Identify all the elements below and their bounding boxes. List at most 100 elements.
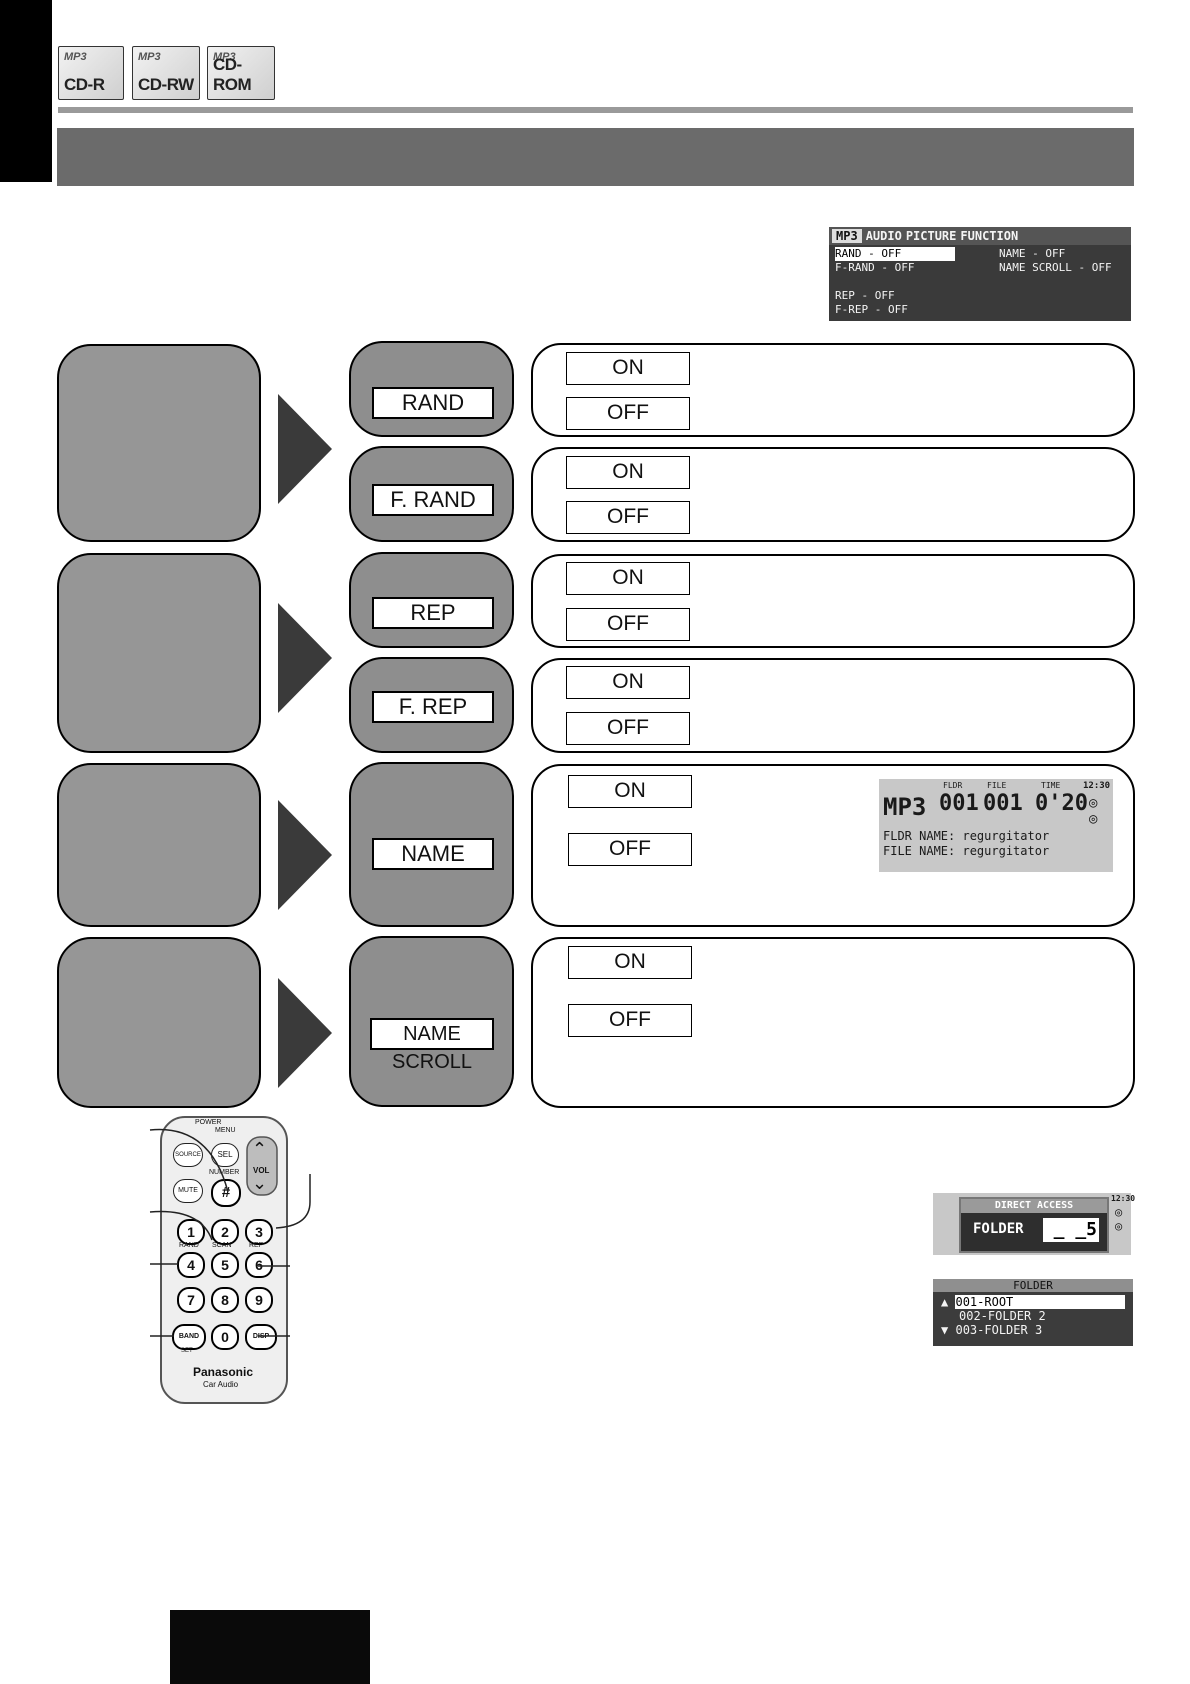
- group-box-repeat: [57, 553, 261, 753]
- display-time-label: TIME: [1041, 781, 1061, 790]
- direct-access-title: DIRECT ACCESS: [961, 1199, 1107, 1213]
- digit-6-button[interactable]: 6: [245, 1252, 273, 1278]
- setting-box-f-rand: F. RAND: [349, 446, 514, 542]
- folder-list-item[interactable]: ▲ 001-ROOT: [941, 1295, 1126, 1309]
- remote-label-number: NUMBER: [209, 1169, 240, 1176]
- direct-access-dialog: DIRECT ACCESS FOLDER _ _5: [959, 1197, 1109, 1253]
- disc-icon: ◎: [1089, 795, 1098, 811]
- badge-mp3-cd-rw: MP3 CD-RW: [132, 46, 200, 100]
- remote-label-vol: VOL: [253, 1166, 270, 1175]
- name-scroll-on-option[interactable]: ON: [568, 946, 692, 979]
- setting-box-name: NAME: [349, 762, 514, 927]
- band-button[interactable]: BAND: [172, 1324, 206, 1350]
- display-file-label: FILE: [987, 781, 1007, 790]
- remote-control: POWER MENU NUMBER ⌃ VOL ⌄ SOURCE SEL MUT…: [155, 1115, 293, 1407]
- folder-list-screen: FOLDER ▲ 001-ROOT 002-FOLDER 2 ▼ 003-FOL…: [933, 1279, 1133, 1346]
- digit-2-button[interactable]: 2: [211, 1219, 239, 1245]
- remote-label-power: POWER: [195, 1119, 222, 1126]
- sel-button[interactable]: SEL: [211, 1143, 239, 1167]
- remote-label-scan: SCAN: [212, 1242, 232, 1249]
- menu-tab-function: FUNCTION: [960, 229, 1019, 243]
- f-rand-on-option[interactable]: ON: [566, 456, 690, 489]
- menu-item-f-rep: F-REP - OFF: [835, 303, 908, 316]
- remote-label-set: SET: [181, 1348, 193, 1354]
- arrow-icon: [278, 978, 332, 1088]
- menu-item-rand: RAND - OFF: [835, 247, 955, 261]
- folder-list-item[interactable]: 002-FOLDER 2: [959, 1309, 1046, 1323]
- group-box-name-scroll: [57, 937, 261, 1108]
- setting-label-name-scroll: NAME SCROLL: [370, 1018, 494, 1073]
- name-off-option[interactable]: OFF: [568, 833, 692, 866]
- setting-label-name: NAME: [372, 838, 494, 870]
- f-rep-on-option[interactable]: ON: [566, 666, 690, 699]
- mp3-menu-screen: MP3 AUDIO PICTURE FUNCTION RAND - OFF F-…: [829, 227, 1131, 321]
- remote-brand-sub: Car Audio: [203, 1380, 239, 1389]
- chevron-up-icon: ▲: [941, 1295, 949, 1309]
- rep-on-option[interactable]: ON: [566, 562, 690, 595]
- chevron-down-icon: ▼: [941, 1323, 949, 1337]
- rand-on-option[interactable]: ON: [566, 352, 690, 385]
- options-box-name: ON OFF MP3 FLDR 001 FILE 001 TIME 0'20 1…: [531, 764, 1135, 927]
- display-time: 0'20: [1035, 791, 1088, 816]
- vol-down-icon[interactable]: ⌄: [252, 1173, 268, 1193]
- menu-item-name: NAME - OFF: [999, 247, 1066, 260]
- digit-5-button[interactable]: 5: [211, 1252, 239, 1278]
- menu-tab-audio: AUDIO: [865, 229, 902, 243]
- remote-label-menu: MENU: [215, 1127, 236, 1134]
- page-number-tab: [170, 1610, 370, 1684]
- options-box-rand: ON OFF: [531, 343, 1135, 437]
- menu-left-column: RAND - OFF F-RAND - OFF REP - OFF F-REP …: [835, 247, 955, 317]
- menu-tab-row: MP3 AUDIO PICTURE FUNCTION: [829, 227, 1131, 245]
- direct-access-input[interactable]: _ _5: [1043, 1218, 1099, 1242]
- folder-list-items: ▲ 001-ROOT 002-FOLDER 2 ▼ 003-FOLDER 3: [941, 1295, 1126, 1337]
- vol-up-icon[interactable]: ⌃: [252, 1139, 268, 1159]
- setting-label-f-rep: F. REP: [372, 691, 494, 723]
- group-box-name: [57, 763, 261, 927]
- setting-label-rand: RAND: [372, 387, 494, 419]
- arrow-icon: [278, 394, 332, 504]
- digit-1-button[interactable]: 1: [177, 1219, 205, 1245]
- header-rule: [58, 107, 1133, 113]
- source-button[interactable]: SOURCE: [173, 1143, 203, 1167]
- remote-label-rep: REP: [249, 1242, 264, 1249]
- display-folder-label: FLDR: [943, 781, 963, 790]
- disc-icon: ◎: [1115, 1219, 1123, 1233]
- f-rand-off-option[interactable]: OFF: [566, 501, 690, 534]
- digit-4-button[interactable]: 4: [177, 1252, 205, 1278]
- remote-brand: Panasonic: [193, 1365, 254, 1379]
- page-edge-tab: [0, 0, 52, 182]
- setting-label-f-rand: F. RAND: [372, 484, 494, 516]
- direct-access-screen: 12:30 ◎ ◎ DIRECT ACCESS FOLDER _ _5: [933, 1193, 1135, 1255]
- digit-3-button[interactable]: 3: [245, 1219, 273, 1245]
- setting-box-rep: REP: [349, 552, 514, 648]
- digit-0-button[interactable]: 0: [211, 1324, 239, 1350]
- remote-label-rand: RAND: [179, 1242, 199, 1249]
- menu-tab-picture: PICTURE: [905, 229, 957, 243]
- badge-mp3-cd-rom: MP3 CD-ROM: [207, 46, 275, 100]
- setting-box-f-rep: F. REP: [349, 657, 514, 753]
- digit-8-button[interactable]: 8: [211, 1287, 239, 1313]
- digit-9-button[interactable]: 9: [245, 1287, 273, 1313]
- setting-box-name-scroll: NAME SCROLL: [349, 936, 514, 1107]
- name-on-option[interactable]: ON: [568, 775, 692, 808]
- display-folder-number: 001: [939, 791, 979, 816]
- number-hash-button[interactable]: #: [211, 1179, 241, 1207]
- name-scroll-off-option[interactable]: OFF: [568, 1004, 692, 1037]
- remote-leader-lines: [149, 1128, 311, 1337]
- folder-list-item[interactable]: ▼ 003-FOLDER 3: [941, 1323, 1043, 1337]
- display-name-lines: FLDR NAME: regurgitator FILE NAME: regur…: [883, 829, 1049, 859]
- digit-7-button[interactable]: 7: [177, 1287, 205, 1313]
- arrow-icon: [278, 603, 332, 713]
- display-folder-name: FLDR NAME: regurgitator: [883, 829, 1050, 843]
- direct-access-clock: 12:30: [1111, 1194, 1136, 1203]
- rand-off-option[interactable]: OFF: [566, 397, 690, 430]
- f-rep-off-option[interactable]: OFF: [566, 712, 690, 745]
- rep-off-option[interactable]: OFF: [566, 608, 690, 641]
- mute-button[interactable]: MUTE: [173, 1179, 203, 1203]
- display-clock: 12:30: [1083, 781, 1111, 791]
- display-mode: MP3: [883, 793, 927, 821]
- disc-icon: ◎: [1115, 1205, 1123, 1219]
- options-box-f-rand: ON OFF: [531, 447, 1135, 542]
- options-box-name-scroll: ON OFF: [531, 937, 1135, 1108]
- disc-icon: ◎: [1089, 811, 1098, 827]
